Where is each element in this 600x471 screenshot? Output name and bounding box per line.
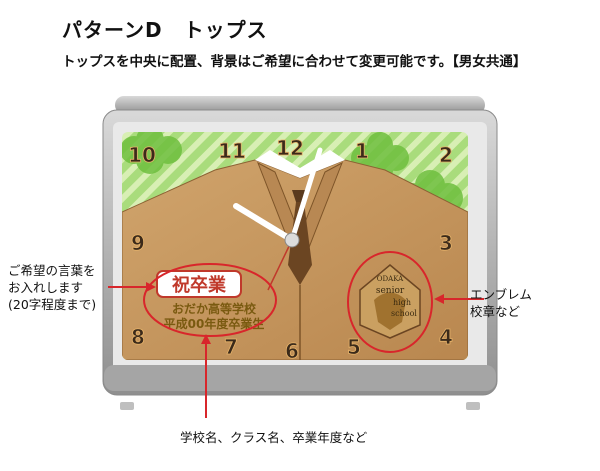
clock-hands bbox=[233, 147, 323, 291]
clock-number-10: 10 bbox=[128, 143, 156, 167]
clock-number-2: 2 bbox=[439, 143, 453, 167]
clock-number-6: 6 bbox=[285, 339, 299, 363]
emblem-line-3: high bbox=[393, 298, 411, 307]
callout-bottom-text: 学校名、クラス名、卒業年度など bbox=[180, 430, 368, 445]
callout-arrow-bottom bbox=[201, 334, 211, 418]
callout-left-line-1: ご希望の言葉を bbox=[8, 263, 96, 278]
clock-number-3: 3 bbox=[439, 231, 453, 255]
clock-number-5: 5 bbox=[347, 335, 361, 359]
callout-right-line-1: エンブレム bbox=[470, 287, 532, 302]
callout-left-text: ご希望の言葉を お入れします (20字程度まで) bbox=[8, 262, 96, 313]
sample-text-group: 祝卒業 おだか高等学校 平成00年度卒業生 bbox=[156, 270, 265, 331]
page-subtitle: トップスを中央に配置、背景はご希望に合わせて変更可能です。【男女共通】 bbox=[62, 54, 527, 70]
clock-face: 祝卒業 おだか高等学校 平成00年度卒業生 ODAKA senior high … bbox=[122, 132, 468, 363]
clock-number-12: 12 bbox=[276, 136, 304, 160]
callout-right-text: エンブレム 校章など bbox=[470, 286, 532, 320]
clock-number-11: 11 bbox=[218, 139, 246, 163]
sample-school-name: おだか高等学校 bbox=[172, 301, 257, 316]
callout-left-line-3: (20字程度まで) bbox=[8, 297, 97, 312]
sample-class-year: 平成00年度卒業生 bbox=[164, 316, 265, 331]
callout-left-line-2: お入れします bbox=[8, 280, 84, 295]
clock-number-7: 7 bbox=[224, 335, 238, 359]
emblem-line-4: school bbox=[391, 309, 417, 318]
callout-arrow-left bbox=[108, 282, 156, 292]
sample-badge-text: 祝卒業 bbox=[172, 274, 227, 296]
clock-number-4: 4 bbox=[439, 325, 453, 349]
callout-right-line-2: 校章など bbox=[470, 304, 521, 319]
callout-arrow-right bbox=[434, 294, 484, 304]
clock-number-8: 8 bbox=[131, 325, 145, 349]
highlight-oval-text bbox=[143, 263, 277, 337]
clock-number-9: 9 bbox=[131, 231, 145, 255]
emblem-line-1: ODAKA bbox=[377, 275, 404, 283]
clock-number-1: 1 bbox=[355, 139, 369, 163]
emblem-line-2: senior bbox=[376, 286, 405, 296]
page-title: パターンD トップス bbox=[62, 18, 268, 42]
emblem-group: ODAKA senior high school bbox=[359, 264, 421, 339]
highlight-oval-emblem bbox=[347, 251, 433, 353]
